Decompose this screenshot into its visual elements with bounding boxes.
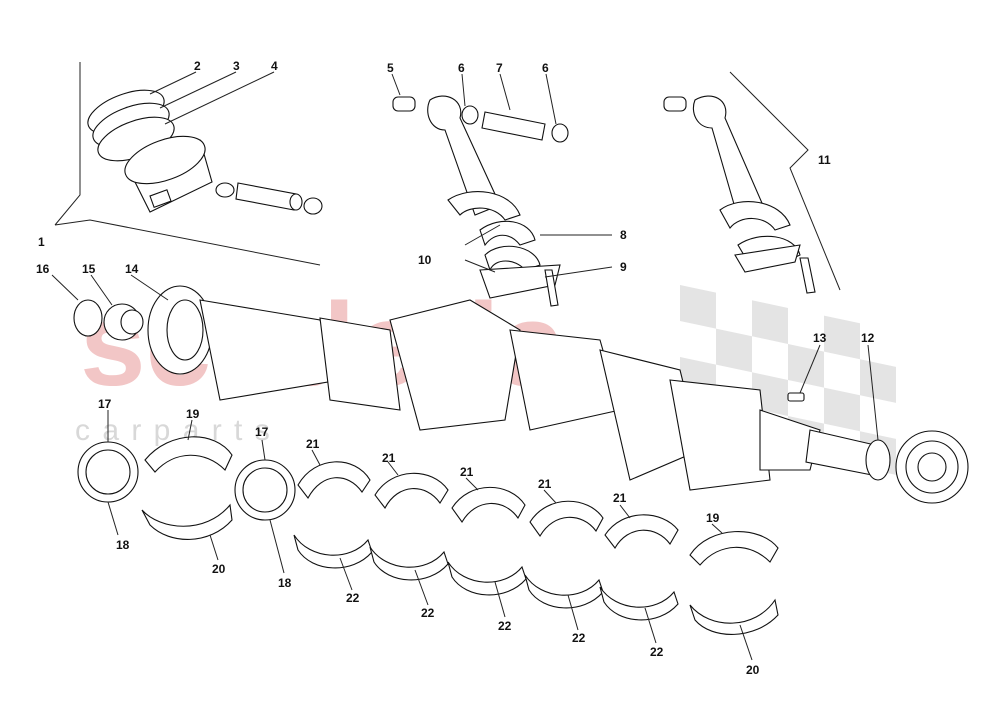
callout-6: 6: [542, 61, 549, 75]
callout-18: 18: [278, 576, 292, 590]
callout-8: 8: [620, 228, 627, 242]
rod-bearing-shells: [293, 461, 679, 621]
callout-18: 18: [116, 538, 130, 552]
callout-4: 4: [271, 59, 278, 73]
callout-21: 21: [460, 465, 474, 479]
front-seal-parts: [73, 299, 144, 341]
callout-11: 11: [818, 153, 831, 167]
piston-assembly: [54, 62, 323, 266]
callout-22: 22: [346, 591, 360, 605]
callout-20: 20: [746, 663, 760, 677]
callout-17: 17: [98, 397, 112, 411]
callout-19: 19: [706, 511, 720, 525]
callout-21: 21: [613, 491, 627, 505]
callout-22: 22: [421, 606, 435, 620]
callout-2: 2: [194, 59, 201, 73]
callout-22: 22: [498, 619, 512, 633]
callout-21: 21: [382, 451, 396, 465]
callout-7: 7: [496, 61, 503, 75]
crankshaft: [147, 285, 969, 504]
callout-10: 10: [418, 253, 432, 267]
callout-6: 6: [458, 61, 465, 75]
callout-21: 21: [538, 477, 552, 491]
callout-9: 9: [620, 260, 627, 274]
callout-19: 19: [186, 407, 200, 421]
connecting-rod-complete: [663, 71, 841, 294]
callout-20: 20: [212, 562, 226, 576]
callout-15: 15: [82, 262, 96, 276]
callout-21: 21: [306, 437, 320, 451]
callout-5: 5: [387, 61, 394, 75]
callout-17: 17: [255, 425, 269, 439]
leader-lines: [51, 71, 879, 661]
callout-labels: 1 2 3 4 5 6 7 6 8 9 10 11 12 13 14 15 16…: [36, 59, 875, 677]
callout-14: 14: [125, 262, 139, 276]
connecting-rod-assembly: [392, 95, 613, 307]
callout-22: 22: [650, 645, 664, 659]
callout-16: 16: [36, 262, 50, 276]
main-bearing-shells: [141, 436, 779, 635]
callout-12: 12: [861, 331, 875, 345]
callout-22: 22: [572, 631, 586, 645]
callout-1: 1: [38, 235, 45, 249]
callout-13: 13: [813, 331, 827, 345]
callout-3: 3: [233, 59, 240, 73]
